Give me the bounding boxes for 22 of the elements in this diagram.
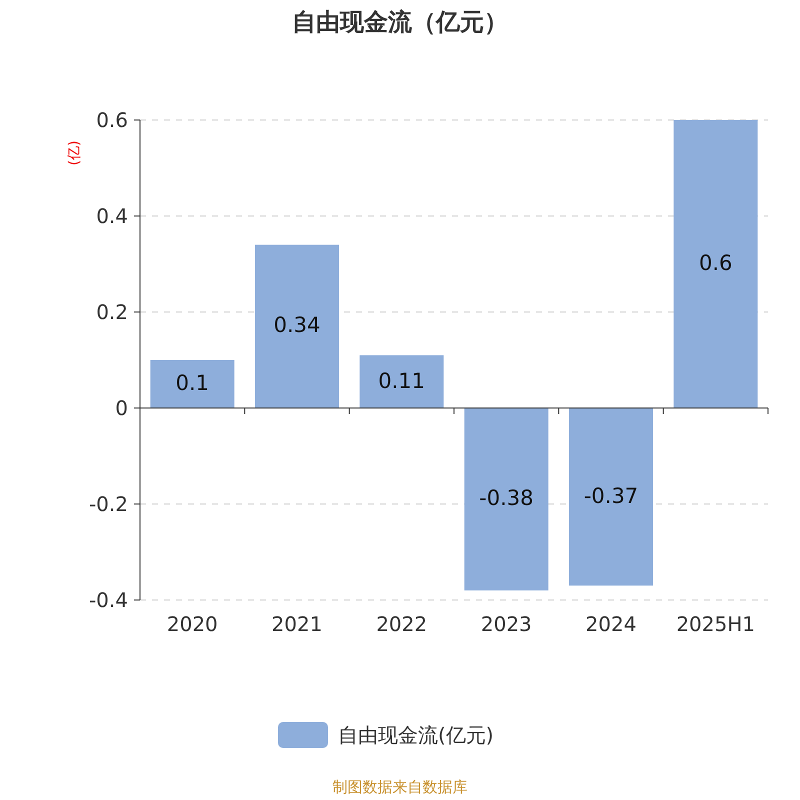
data-label: 0.11 <box>377 368 426 393</box>
y-tick-label: -0.4 <box>88 588 128 612</box>
x-tick-label: 2022 <box>375 612 428 636</box>
data-label: 0.1 <box>174 371 210 395</box>
data-label: 0.6 <box>698 251 734 275</box>
x-tick-label: 2021 <box>270 612 324 636</box>
x-tick-label: 2020 <box>166 612 219 636</box>
data-label: 0.34 <box>272 313 322 338</box>
y-tick-label: 0.4 <box>96 204 128 228</box>
source-note: 制图数据来自数据库 <box>332 778 468 797</box>
x-tick-label: 2025H1 <box>675 612 756 636</box>
legend-label: 自由现金流(亿元) <box>338 722 494 749</box>
x-tick-label: 2023 <box>480 612 533 636</box>
x-tick-label: 2024 <box>584 612 638 636</box>
y-tick-label: 0.6 <box>96 108 128 132</box>
data-label: -0.37 <box>582 484 640 508</box>
y-tick-label: 0 <box>115 396 128 420</box>
y-tick-label: 0.2 <box>96 300 128 324</box>
data-label: -0.38 <box>478 486 534 510</box>
axis-title: (亿) <box>65 140 84 166</box>
y-tick-label: -0.2 <box>88 492 128 516</box>
chart-title: 自由现金流（亿元） <box>291 7 509 38</box>
